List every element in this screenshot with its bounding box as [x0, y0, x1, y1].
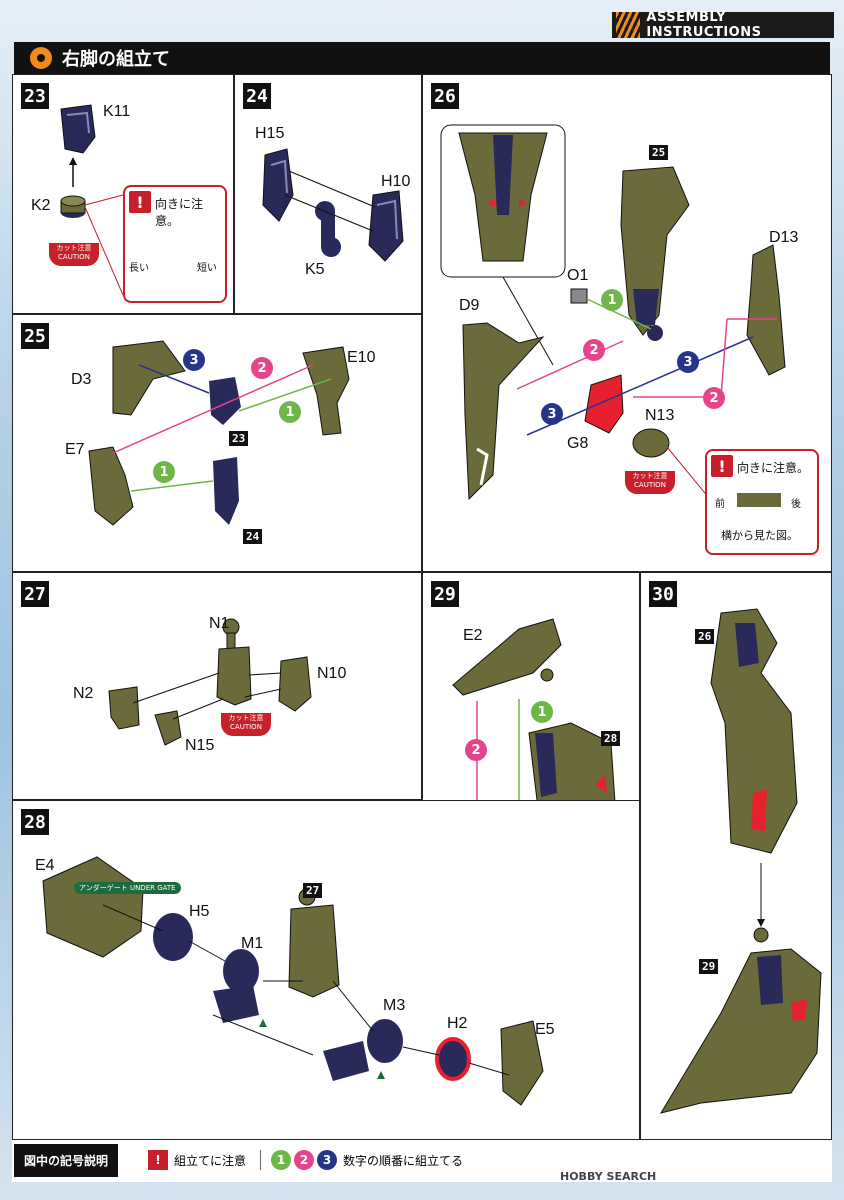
sub-assembly-ref: 27 [303, 883, 323, 898]
sub-assembly-ref: 25 [649, 145, 669, 160]
step-28-panel: 28 E4 H5 M1 M3 H2 E5 27 [12, 800, 640, 1140]
step-25-panel: 25 D3 E10 E7 23 24 3 2 1 1 [12, 314, 422, 572]
caution-tag: カット注意 CAUTION [221, 713, 271, 736]
step-24-panel: 24 H15 H10 K5 [234, 74, 422, 314]
step-number: 24 [243, 83, 271, 109]
part-label-e5: E5 [535, 1021, 555, 1038]
part-label-n1: N1 [209, 615, 230, 632]
step-26-illustration [440, 124, 786, 516]
step-24-illustration [262, 148, 404, 262]
order-mark-1: 1 [153, 461, 175, 483]
side-view-part [737, 493, 781, 507]
watermark: HOBBY SEARCH [560, 1170, 657, 1183]
warning-icon: ! [129, 191, 151, 213]
note-front: 前 [715, 499, 725, 510]
sub-assembly-ref: 29 [699, 959, 719, 974]
order-mark-2: 2 [294, 1150, 315, 1170]
order-mark-2: 2 [583, 339, 605, 361]
step-27-illustration [108, 618, 312, 746]
under-gate-tag: アンダーゲート UNDER GATE [74, 882, 181, 894]
step-30-illustration [659, 608, 822, 1114]
sub-assembly-ref: 23 [229, 431, 249, 446]
note-short: 短い [197, 263, 217, 274]
step-number: 29 [431, 581, 459, 607]
step-30-panel: 30 26 29 [640, 572, 832, 1140]
order-mark-3: 3 [541, 403, 563, 425]
order-mark-2: 2 [465, 739, 487, 761]
part-label-n13: N13 [645, 407, 675, 424]
note-title: 向きに注意。 [155, 197, 204, 228]
order-mark-1: 1 [601, 289, 623, 311]
step-26-panel: 26 25 D9 O1 D13 [422, 74, 832, 572]
part-label-e10: E10 [347, 349, 376, 366]
part-label-d9: D9 [459, 297, 480, 314]
legend-order-text: 数字の順番に組立てる [343, 1153, 464, 1168]
assembly-banner: ASSEMBLY INSTRUCTIONS [612, 10, 834, 40]
part-label-m3: M3 [383, 997, 406, 1014]
step-23-panel: 23 K11 K2 カット注意 CAUTION ! 向きに注意。 長い 短い [12, 74, 234, 314]
step-27-panel: 27 N1 N2 N10 N15 カット注意 CAUTION [12, 572, 422, 800]
part-label-n2: N2 [73, 685, 94, 702]
part-label-m1: M1 [241, 935, 264, 952]
step-number: 30 [649, 581, 677, 607]
part-label-n15: N15 [185, 737, 215, 754]
part-label-k11: K11 [103, 103, 131, 120]
caution-tag: カット注意 CAUTION [625, 471, 675, 494]
part-label-h10: H10 [381, 173, 411, 190]
note-side: 横から見た図。 [721, 529, 798, 542]
step-number: 25 [21, 323, 49, 349]
orientation-note: ! 向きに注意。 長い 短い [123, 185, 227, 303]
sub-assembly-ref: 24 [243, 529, 263, 544]
sub-assembly-ref: 26 [695, 629, 715, 644]
step-number: 23 [21, 83, 49, 109]
part-label-h5: H5 [189, 903, 210, 920]
order-mark-1: 1 [271, 1150, 292, 1170]
order-mark-3: 3 [677, 351, 699, 373]
warning-icon: ! [711, 455, 733, 477]
note-back: 後 [791, 499, 801, 510]
part-label-o1: O1 [567, 267, 589, 284]
part-label-e4: E4 [35, 857, 55, 874]
part-label-h2: H2 [447, 1015, 468, 1032]
part-label-g8: G8 [567, 435, 589, 452]
part-label-d13: D13 [769, 229, 799, 246]
section-header: 右脚の組立て [14, 42, 830, 74]
part-label-h15: H15 [255, 125, 285, 142]
step-25-illustration [88, 340, 350, 526]
note-long: 長い [129, 263, 149, 274]
part-label-k2: K2 [31, 197, 51, 214]
warning-icon: ! [148, 1150, 169, 1170]
step-number: 28 [21, 809, 49, 835]
part-label-k5: K5 [305, 261, 325, 278]
gear-icon [30, 47, 52, 69]
stripes-icon [616, 12, 641, 38]
step-number: 27 [21, 581, 49, 607]
part-label-e7: E7 [65, 441, 85, 458]
order-mark-3: 3 [317, 1150, 338, 1170]
order-mark-2: 2 [251, 357, 273, 379]
legend-bar: 図中の記号説明 ! 組立てに注意 1 2 3 数字の順番に組立てる [12, 1140, 832, 1180]
instruction-sheet: 23 K11 K2 カット注意 CAUTION ! 向きに注意。 長い 短い [12, 74, 832, 1182]
legend-warn-text: 組立てに注意 [174, 1153, 247, 1168]
banner-label: ASSEMBLY INSTRUCTIONS [646, 10, 762, 40]
part-label-e2: E2 [463, 627, 483, 644]
order-mark-1: 1 [531, 701, 553, 723]
section-title: 右脚の組立て [62, 49, 170, 70]
part-label-d3: D3 [71, 371, 92, 388]
order-mark-3: 3 [183, 349, 205, 371]
order-mark-1: 1 [279, 401, 301, 423]
step-28-illustration [42, 856, 544, 1106]
note-title: 向きに注意。 [737, 461, 810, 475]
order-mark-2: 2 [703, 387, 725, 409]
sub-assembly-ref: 28 [601, 731, 621, 746]
step-number: 26 [431, 83, 459, 109]
legend-title: 図中の記号説明 [14, 1143, 119, 1177]
part-label-n10: N10 [317, 665, 347, 682]
caution-tag: カット注意 CAUTION [49, 243, 99, 266]
orientation-note: ! 向きに注意。 前 後 横から見た図。 [705, 449, 819, 555]
